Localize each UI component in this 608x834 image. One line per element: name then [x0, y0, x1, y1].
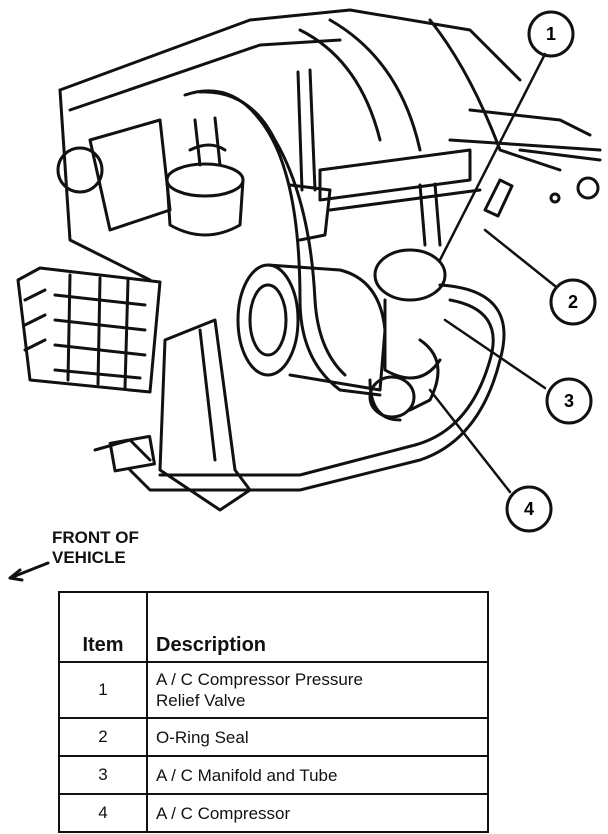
row-description: A / C Compressor Pressure Relief Valve [146, 661, 489, 719]
ac-hoses [93, 68, 506, 492]
header-item: Item [58, 591, 148, 663]
row-item: 2 [58, 717, 148, 757]
compressor-body [236, 248, 447, 422]
relief-valve-fitting [418, 178, 514, 247]
callout-number: 1 [546, 24, 556, 44]
callout-circle-1 [527, 10, 575, 58]
mounting-bracket [158, 318, 252, 512]
callout-number: 3 [564, 391, 574, 411]
table-row: 1 A / C Compressor Pressure Relief Valve [58, 661, 489, 719]
row-item: 1 [58, 661, 148, 719]
table-row: 3 A / C Manifold and Tube [58, 755, 489, 795]
row-item: 4 [58, 793, 148, 833]
description-line: A / C Compressor Pressure [156, 670, 363, 689]
parts-legend-table: Item Description 1 A / C Compressor Pres… [58, 591, 489, 833]
row-item: 3 [58, 755, 148, 795]
front-label-line2: VEHICLE [52, 548, 126, 567]
callout-circle-3 [545, 377, 593, 425]
front-arrow-icon [8, 561, 50, 580]
row-description: A / C Compressor [146, 793, 489, 833]
table-row: 4 A / C Compressor [58, 793, 489, 833]
callout-circle-2 [549, 278, 597, 326]
front-of-vehicle-label: FRONT OF VEHICLE [52, 528, 139, 568]
leader-lines [428, 52, 557, 494]
callout-number: 4 [524, 499, 534, 519]
table-row: 2 O-Ring Seal [58, 717, 489, 757]
condenser-core [16, 266, 162, 394]
engine-block [56, 8, 602, 282]
row-description: O-Ring Seal [146, 717, 489, 757]
header-description: Description [146, 591, 489, 663]
row-description: A / C Manifold and Tube [146, 755, 489, 795]
description-line: Relief Valve [156, 691, 246, 710]
front-label-line1: FRONT OF [52, 528, 139, 547]
callout-circle-4 [505, 485, 553, 533]
legend-header-row: Item Description [58, 591, 489, 663]
filter-housing [165, 116, 245, 237]
callout-number: 2 [568, 292, 578, 312]
